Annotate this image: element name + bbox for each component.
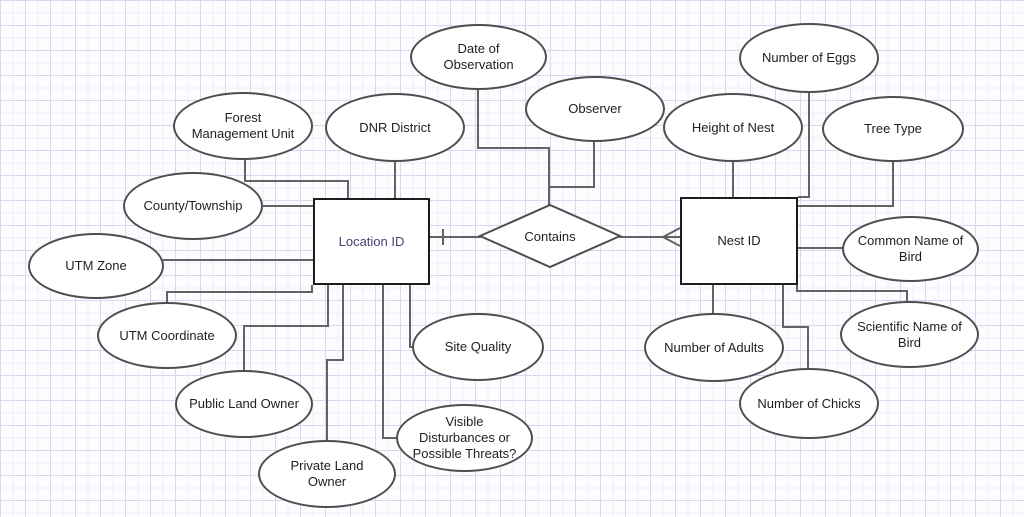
attribute-number-of-chicks: Number of Chicks bbox=[739, 368, 879, 439]
connector-forest-management-unit bbox=[244, 160, 349, 199]
attribute-label: DNR District bbox=[359, 119, 431, 135]
attribute-private-land-owner: Private Land Owner bbox=[258, 440, 396, 508]
entity-label: Location ID bbox=[338, 233, 405, 249]
attribute-label: UTM Zone bbox=[65, 258, 127, 274]
entity-label: Nest ID bbox=[717, 233, 761, 249]
connector-public-land-owner bbox=[243, 284, 329, 372]
entity-location-id: Location ID bbox=[313, 198, 430, 285]
attribute-tree-type: Tree Type bbox=[822, 96, 964, 162]
crow-foot-upper bbox=[662, 227, 681, 238]
attribute-dnr-district: DNR District bbox=[325, 93, 465, 162]
relationship-contains: Contains bbox=[490, 223, 610, 249]
attribute-site-quality: Site Quality bbox=[412, 313, 544, 381]
attribute-common-name-of-bird: Common Name of Bird bbox=[842, 216, 979, 282]
connector-observer bbox=[549, 142, 595, 188]
attribute-utm-zone: UTM Zone bbox=[28, 233, 164, 299]
attribute-height-of-nest: Height of Nest bbox=[663, 93, 803, 162]
attribute-label: UTM Coordinate bbox=[119, 327, 215, 343]
attribute-label: Common Name of Bird bbox=[857, 233, 964, 264]
attribute-label: Public Land Owner bbox=[189, 396, 299, 412]
attribute-label: County/Township bbox=[143, 198, 243, 214]
connector-visible-disturbances bbox=[382, 284, 398, 439]
attribute-forest-management-unit: Forest Management Unit bbox=[173, 92, 313, 160]
attribute-utm-coordinate: UTM Coordinate bbox=[97, 302, 237, 369]
attribute-label: Site Quality bbox=[444, 339, 512, 355]
connector-tree-type bbox=[798, 160, 894, 207]
attribute-label: Visible Disturbances or Possible Threats… bbox=[412, 414, 517, 461]
entity-nest-id: Nest ID bbox=[680, 197, 798, 285]
connector-private-land-owner bbox=[326, 284, 344, 441]
connector-utm-coordinate bbox=[166, 285, 313, 303]
connector-number-of-eggs bbox=[798, 91, 810, 198]
attribute-label: Number of Eggs bbox=[762, 50, 856, 66]
attribute-label: Observer bbox=[568, 101, 622, 117]
attribute-label: Scientific Name of Bird bbox=[857, 318, 962, 350]
attribute-date-of-observation: Date of Observation bbox=[410, 24, 547, 90]
attribute-county-township: County/Township bbox=[123, 172, 263, 240]
crow-foot-lower bbox=[662, 236, 681, 247]
attribute-number-of-eggs: Number of Eggs bbox=[739, 23, 879, 93]
attribute-visible-disturbances: Visible Disturbances or Possible Threats… bbox=[396, 404, 533, 472]
attribute-label: Number of Chicks bbox=[757, 395, 861, 411]
attribute-number-of-adults: Number of Adults bbox=[644, 313, 784, 382]
attribute-public-land-owner: Public Land Owner bbox=[175, 370, 313, 438]
attribute-scientific-name-of-bird: Scientific Name of Bird bbox=[840, 301, 979, 368]
attribute-label: Date of Observation bbox=[443, 41, 514, 72]
attribute-label: Tree Type bbox=[864, 121, 922, 137]
attribute-observer: Observer bbox=[525, 76, 665, 142]
relationship-label: Contains bbox=[524, 228, 576, 244]
connector-scientific-name-of-bird bbox=[796, 284, 908, 303]
attribute-label: Private Land Owner bbox=[290, 458, 364, 489]
attribute-label: Forest Management Unit bbox=[191, 110, 295, 141]
attribute-label: Number of Adults bbox=[664, 339, 764, 355]
connector-number-of-chicks bbox=[782, 284, 809, 370]
attribute-label: Height of Nest bbox=[691, 119, 775, 135]
